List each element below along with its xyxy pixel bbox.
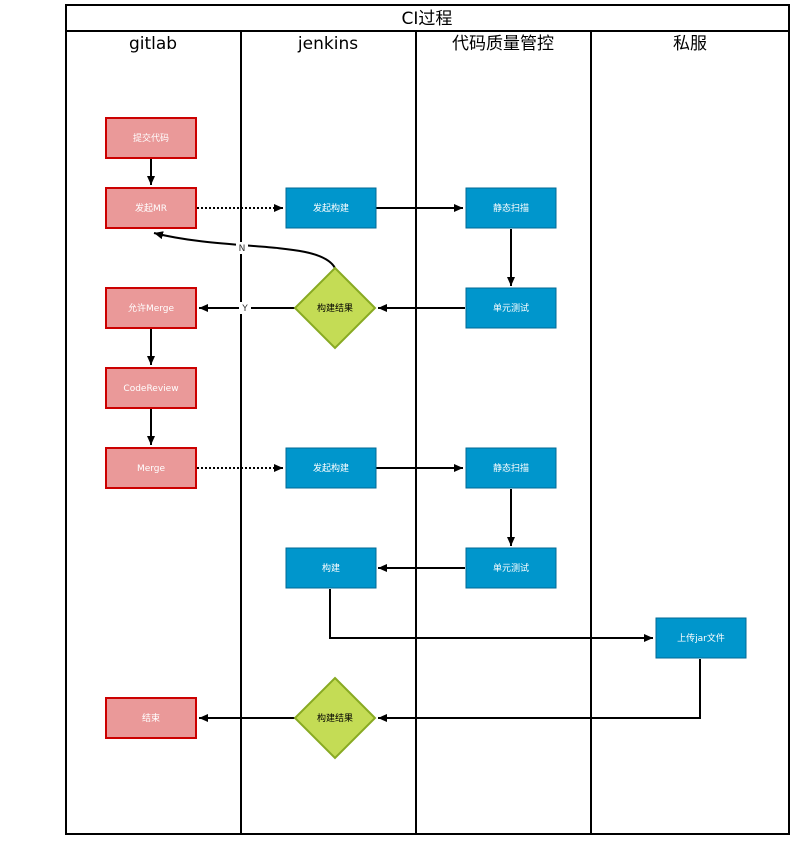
node-box [465,187,557,229]
node-box [465,447,557,489]
edge-upload-to-result [378,659,701,722]
node-label: 单元测试 [493,562,529,574]
node-label: 允许Merge [128,302,175,314]
edge-build-to-upload [329,589,653,642]
lane-title-jenkins: jenkins [297,34,358,54]
edge-label-no: N [239,244,246,254]
node-static-scan-1[interactable]: 静态扫描 [465,187,557,229]
node-box [105,697,197,739]
node-box [105,187,197,229]
swimlane-pool: CI过程 gitlab jenkins 代码质量管控 私服 [65,4,790,835]
node-box [285,547,377,589]
node-label: 静态扫描 [493,202,529,214]
node-label: 提交代码 [133,132,169,144]
node-label: 单元测试 [493,302,529,314]
node-label: 发起构建 [313,202,349,214]
node-box [285,187,377,229]
node-box [655,617,747,659]
node-unit-test-2[interactable]: 单元测试 [465,547,557,589]
node-label: 上传jar文件 [677,632,725,644]
node-box [465,547,557,589]
node-label: Merge [137,464,166,474]
node-box [285,447,377,489]
node-box [105,287,197,329]
node-box [105,447,197,489]
node-build-result-1[interactable]: 构建结果 [293,266,377,350]
node-start-mr[interactable]: 发起MR [105,187,197,229]
node-code-review[interactable]: CodeReview [105,367,197,409]
node-trigger-build-1[interactable]: 发起构建 [285,187,377,229]
node-label: CodeReview [123,384,178,394]
node-trigger-build-2[interactable]: 发起构建 [285,447,377,489]
edge-label-bg [236,242,248,254]
node-label: 结束 [142,712,160,724]
node-label: 构建结果 [317,712,353,724]
node-label: 构建结果 [317,302,353,314]
lane-title-quality: 代码质量管控 [452,34,554,54]
pool-title: CI过程 [402,9,453,29]
lane-title-private-repo: 私服 [673,34,707,54]
node-box [105,367,197,409]
node-allow-merge[interactable]: 允许Merge [105,287,197,329]
node-submit-code[interactable]: 提交代码 [105,117,197,159]
edge-label-yes: Y [241,304,248,314]
decision-diamond [293,266,377,350]
node-static-scan-2[interactable]: 静态扫描 [465,447,557,489]
node-box [105,117,197,159]
node-label: 构建 [322,562,340,574]
node-build[interactable]: 构建 [285,547,377,589]
node-merge[interactable]: Merge [105,447,197,489]
edges [147,158,701,722]
pool-border [65,4,790,835]
decision-diamond [293,676,377,760]
node-unit-test-1[interactable]: 单元测试 [465,287,557,329]
node-label: 发起构建 [313,462,349,474]
node-upload-jar[interactable]: 上传jar文件 [655,617,747,659]
node-build-result-2[interactable]: 构建结果 [293,676,377,760]
node-box [465,287,557,329]
edge-label-bg [239,302,251,314]
lane-title-gitlab: gitlab [129,34,177,54]
edge-result-no [153,231,336,269]
node-label: 发起MR [135,202,167,214]
node-end[interactable]: 结束 [105,697,197,739]
node-label: 静态扫描 [493,462,529,474]
